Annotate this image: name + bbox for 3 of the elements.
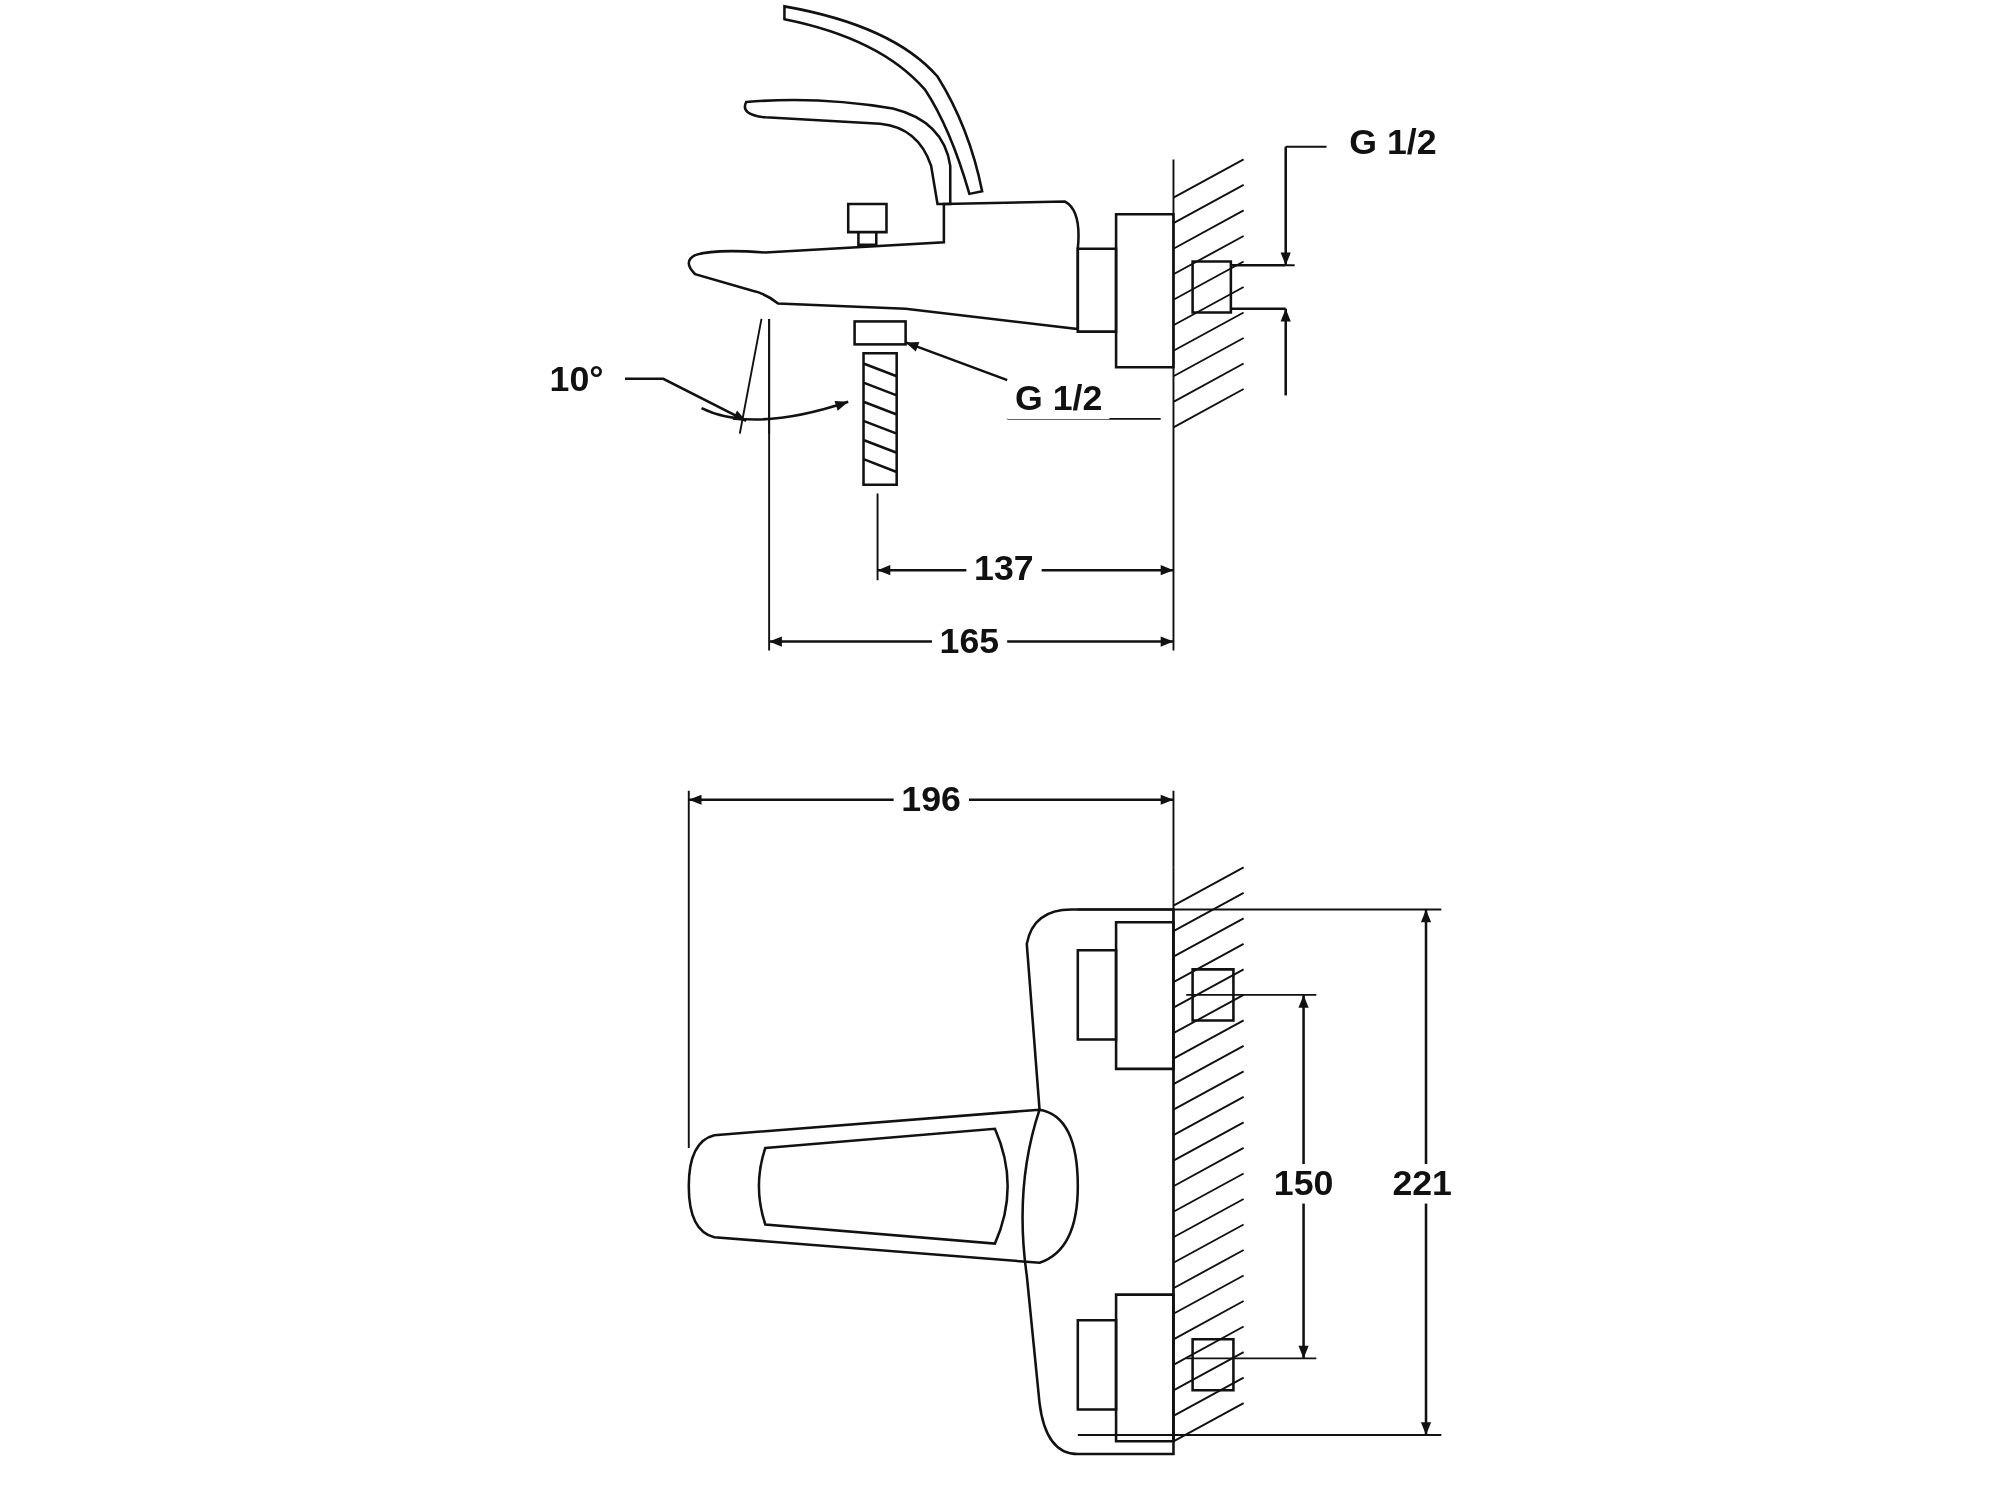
hose-connector xyxy=(853,320,907,346)
thread-size-label: G 1/2 xyxy=(1007,379,1110,419)
leader-line xyxy=(905,341,1008,382)
